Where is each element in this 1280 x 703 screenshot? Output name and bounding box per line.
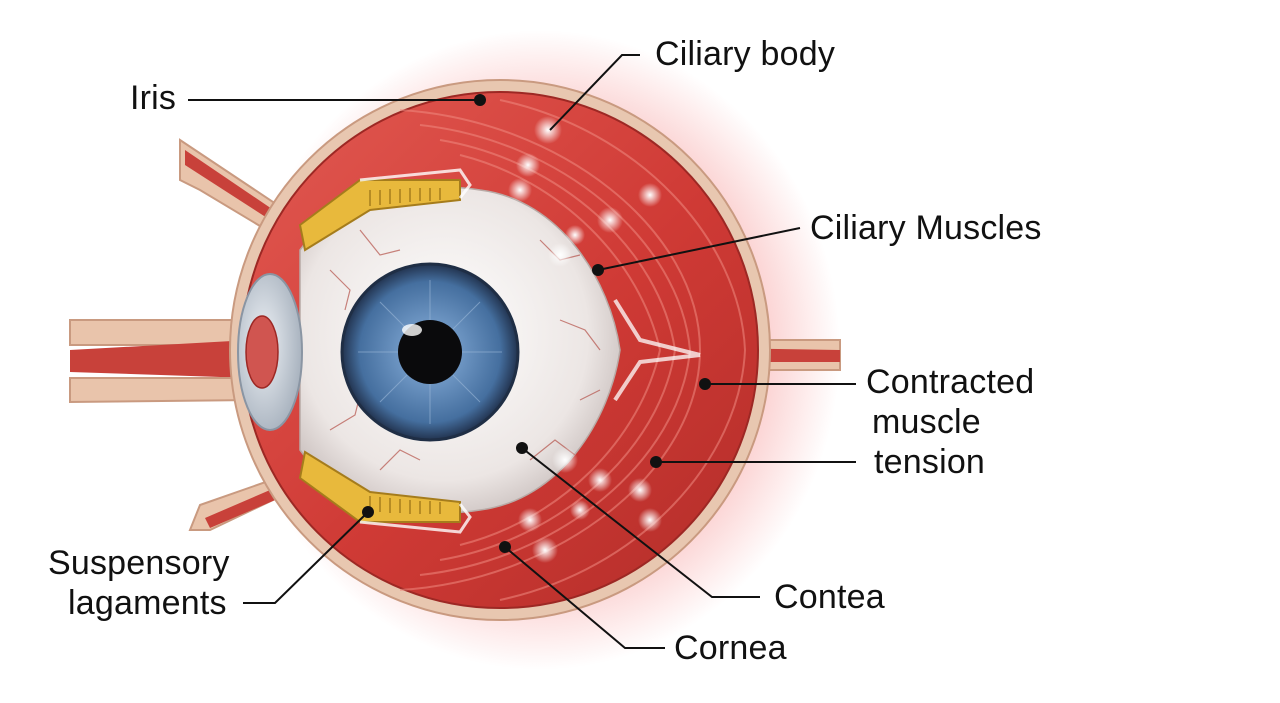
label-contracted-line2: muscle [872, 403, 981, 441]
leader-suspensory [243, 511, 369, 604]
label-contea: Contea [774, 578, 885, 616]
label-contracted-line3: tension [874, 443, 986, 481]
leader-cornea [504, 546, 665, 649]
pupil-highlight [402, 324, 422, 336]
label-suspensory-line2: lagaments [68, 584, 227, 622]
label-contracted-line1: Contracted [866, 363, 1035, 401]
leader-dots [362, 94, 711, 553]
label-suspensory-line1: Suspensory [48, 544, 230, 582]
tendon-streaks [613, 298, 701, 402]
upper-suspensory-ligament [298, 168, 472, 252]
label-suspensory-ligaments: Suspensory lagaments [48, 543, 230, 623]
label-cornea: Cornea [674, 629, 787, 667]
label-ciliary-body: Ciliary body [655, 35, 836, 73]
leader-ciliary-body [549, 54, 640, 131]
muscle-fibers [399, 99, 746, 601]
label-ciliary-muscles: Ciliary Muscles [810, 209, 1042, 247]
pupil [398, 320, 462, 384]
leader-ciliary-muscles [597, 227, 801, 271]
muscle-highlights [508, 116, 662, 563]
label-iris: Iris [130, 79, 177, 117]
label-contracted-muscle-tension: Contracted muscle tension [866, 362, 1034, 482]
leader-contea [521, 447, 760, 598]
iris-striations [358, 280, 502, 424]
lower-suspensory-ligament [298, 450, 472, 534]
leader-lines [188, 54, 856, 649]
lens-inner [245, 315, 279, 389]
